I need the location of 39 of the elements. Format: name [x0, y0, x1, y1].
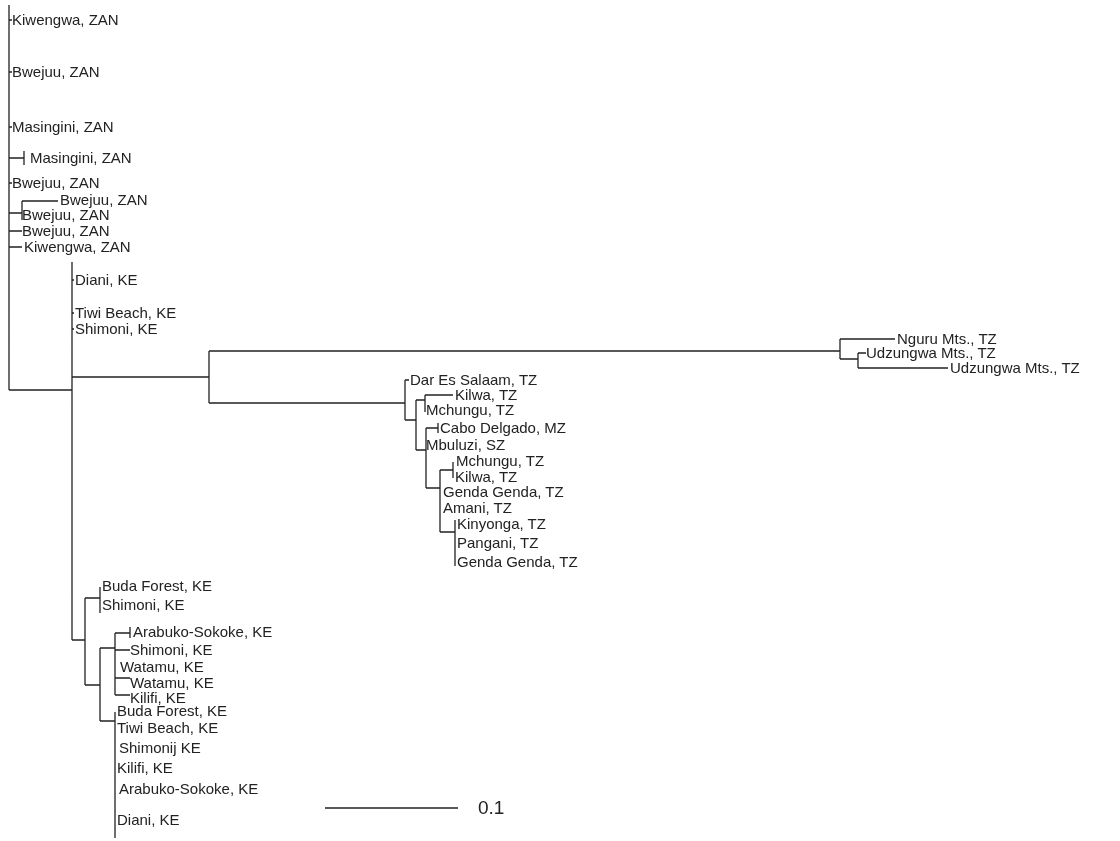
taxon-label: Diani, KE	[117, 812, 180, 828]
taxon-label: Mchungu, TZ	[456, 453, 545, 469]
taxon-label: Shimonij KE	[119, 740, 201, 756]
taxon-label: Shimoni, KE	[75, 321, 158, 337]
taxon-label: Shimoni, KE	[102, 597, 185, 613]
taxon-label: Watamu, KE	[120, 659, 204, 675]
taxon-label: Udzungwa Mts., TZ	[950, 360, 1080, 376]
taxon-label: Bwejuu, ZAN	[12, 64, 100, 80]
taxon-label: Arabuko-Sokoke, KE	[119, 781, 259, 797]
taxon-label: Kilifi, KE	[130, 690, 186, 706]
taxon-label: Mchungu, TZ	[426, 402, 515, 418]
taxon-label: Masingini, ZAN	[12, 119, 114, 135]
taxon-label: Dar Es Salaam, TZ	[410, 372, 538, 388]
taxon-label: Amani, TZ	[443, 500, 512, 516]
taxon-label: Kilifi, KE	[117, 760, 173, 776]
taxon-label: Genda Genda, TZ	[443, 484, 564, 500]
taxon-label: Mbuluzi, SZ	[426, 437, 506, 453]
taxon-label: Shimoni, KE	[130, 642, 213, 658]
taxon-label: Kilwa, TZ	[455, 469, 518, 485]
taxon-label: Tiwi Beach, KE	[117, 720, 219, 736]
taxon-label: Bwejuu, ZAN	[22, 207, 110, 223]
taxon-label: Bwejuu, ZAN	[12, 175, 100, 191]
taxon-label: Bwejuu, ZAN	[60, 192, 148, 208]
taxon-label: Masingini, ZAN	[30, 150, 132, 166]
taxon-label: Cabo Delgado, MZ	[440, 420, 566, 436]
taxon-label: Buda Forest, KE	[102, 578, 213, 594]
taxon-label: Watamu, KE	[130, 675, 214, 691]
taxon-label: Nguru Mts., TZ	[897, 331, 997, 347]
taxon-label: Genda Genda, TZ	[457, 554, 578, 570]
taxon-label: Kilwa, TZ	[455, 387, 518, 403]
taxon-label: Kinyonga, TZ	[457, 516, 546, 532]
taxon-label: Kiwengwa, ZAN	[12, 12, 119, 28]
taxon-label: Pangani, TZ	[457, 535, 539, 551]
scale-value: 0.1	[478, 798, 505, 818]
taxon-label: Arabuko-Sokoke, KE	[133, 624, 273, 640]
taxon-label: Diani, KE	[75, 272, 138, 288]
taxon-label: Kiwengwa, ZAN	[24, 239, 131, 255]
taxon-label: Tiwi Beach, KE	[75, 305, 177, 321]
taxon-label: Bwejuu, ZAN	[22, 223, 110, 239]
